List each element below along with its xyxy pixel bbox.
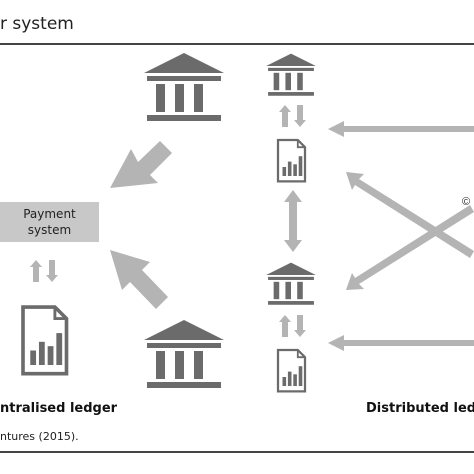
distributed-ledger-caption: Distributed ledg: [366, 401, 474, 416]
ledger-doc-icon-dist-top: [276, 138, 307, 183]
arrow-right-to-dist-top: [328, 121, 474, 137]
payment-system-box: Payment system: [0, 202, 99, 242]
sync-arrow-vertical: [284, 190, 302, 252]
bank-icon-top-center: [144, 53, 224, 121]
exchange-arrows-dist-bottom: [279, 315, 306, 337]
ledger-doc-icon-central: [21, 305, 69, 376]
bottom-rule: [0, 451, 474, 453]
arrow-bottom-bank-to-payment: [110, 250, 168, 309]
source-note: ntures (2015).: [0, 430, 79, 443]
arrow-diagonal-up: [346, 205, 474, 290]
bank-icon-dist-top: [266, 53, 316, 96]
bank-icon-dist-bottom: [266, 262, 316, 305]
centralised-ledger-caption: ntralised ledger: [0, 401, 118, 416]
exchange-arrows-central: [30, 260, 58, 282]
diagram-title: r system: [0, 14, 74, 34]
top-rule: [0, 43, 474, 45]
arrow-right-to-dist-bottom: [328, 335, 474, 351]
arrow-diagonal-down: [346, 172, 474, 258]
payment-box-line1: Payment: [23, 207, 76, 221]
arrow-top-bank-to-payment: [110, 141, 172, 188]
copyright-mark: ©: [462, 196, 471, 208]
payment-box-line2: system: [27, 223, 72, 237]
bank-icon-bottom-center: [144, 320, 224, 388]
exchange-arrows-dist-top: [279, 105, 306, 127]
ledger-doc-icon-dist-bottom: [276, 348, 307, 393]
